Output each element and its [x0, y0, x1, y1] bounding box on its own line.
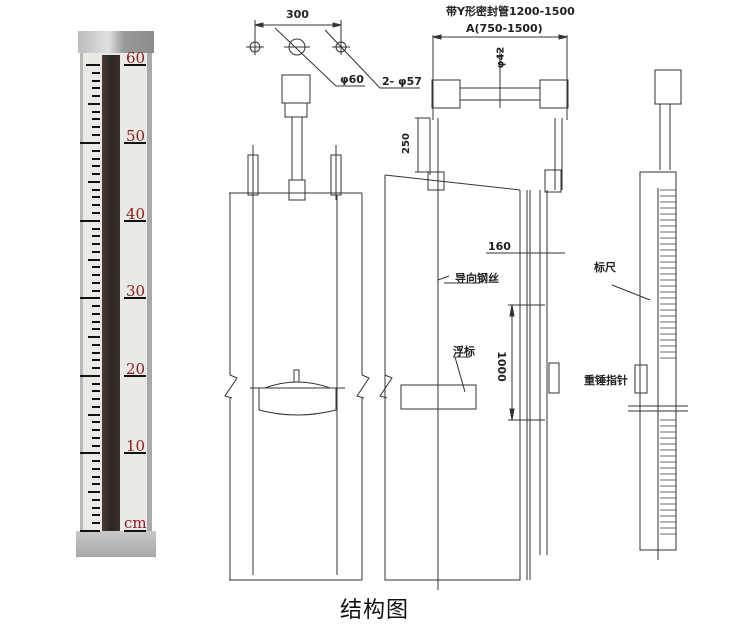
gauge-bottom-cap: [76, 531, 156, 557]
label-guide-wire: 导向钢丝: [455, 272, 499, 285]
gauge-top-cap: [78, 31, 154, 53]
scale-label-10: 10: [126, 437, 146, 455]
dim-span-a: A(750-1500): [466, 22, 543, 35]
diagram-caption: 结构图: [340, 598, 410, 623]
scale-label-60: 60: [126, 49, 146, 67]
label-float: 浮标: [453, 345, 475, 358]
gauge-ticks: [80, 64, 146, 532]
scale-label-30: 30: [126, 282, 146, 300]
dim-offset: 160: [488, 240, 511, 253]
gauge-tube: [102, 55, 120, 531]
label-hammer-pointer: 重锤指针: [584, 374, 628, 387]
dim-flange-spacing: 300: [286, 8, 309, 21]
dim-riser-height: 250: [400, 133, 412, 154]
scale-label-50: 50: [126, 127, 146, 145]
dim-side-holes: 2- φ57: [382, 75, 422, 88]
dim-pipe-dia: φ42: [495, 46, 507, 69]
dim-center-hole: φ60: [340, 73, 364, 86]
dim-range: 1000: [494, 351, 508, 382]
level-gauge-photo: 60 50 40 30 20 10 cm: [74, 31, 158, 559]
label-ruler: 标尺: [594, 261, 616, 274]
dim-y-seal-tube: 带Y形密封管1200-1500: [446, 5, 575, 18]
scale-label-20: 20: [126, 360, 146, 378]
scale-label-40: 40: [126, 205, 146, 223]
scale-label-cm: cm: [124, 514, 147, 532]
